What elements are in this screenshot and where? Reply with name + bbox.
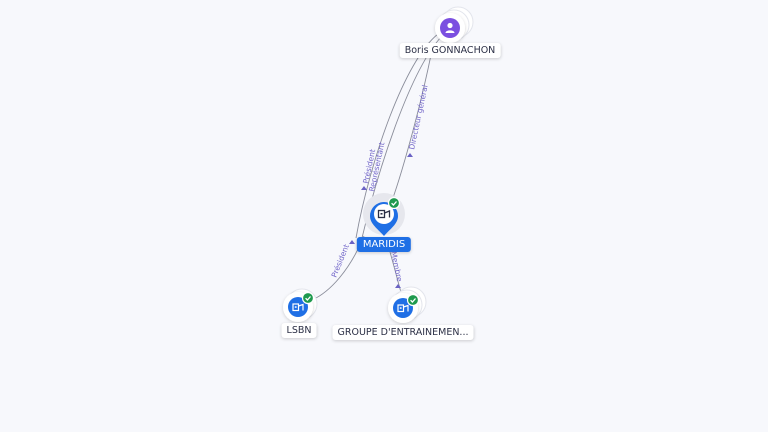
verified-badge [301,291,315,305]
node-label-person[interactable]: Boris GONNACHON [399,43,501,58]
edge-label-directeur-general: Directeur général [407,84,429,150]
building-icon [292,303,304,312]
edge-arrow [349,240,355,244]
edge-arrow [407,153,413,157]
check-icon [410,298,416,303]
building-icon [377,209,391,219]
node-person[interactable] [435,6,474,43]
edge-label-membre: Membre [389,251,404,283]
verified-badge [406,293,420,307]
check-icon [391,201,397,206]
node-main[interactable] [363,193,405,236]
edge-arrow [395,284,401,288]
edge-arrow [361,186,367,190]
building-icon [397,304,409,313]
verified-badge [387,196,401,210]
node-lsbn[interactable] [283,288,318,322]
check-icon [305,296,311,301]
node-groupe[interactable] [388,286,427,323]
node-label-lsbn[interactable]: LSBN [281,323,317,338]
node-label-main[interactable]: MARIDIS [356,237,412,252]
node-label-groupe[interactable]: GROUPE D'ENTRAINEMEN... [332,325,474,340]
edge-directeur-person-main[interactable] [389,49,433,207]
edge-label-president-lsbn: Président [330,243,351,279]
person-icon [445,22,455,33]
